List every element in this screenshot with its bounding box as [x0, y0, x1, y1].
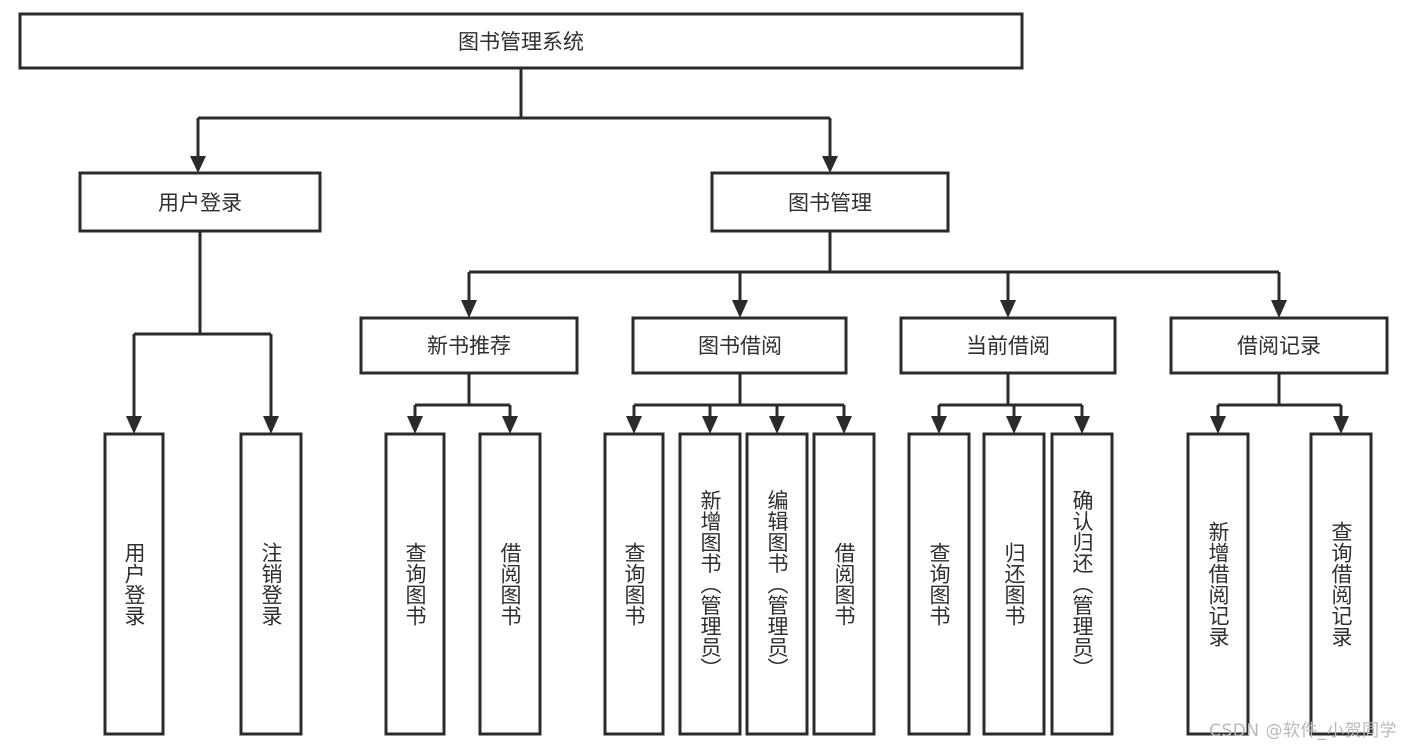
- node-borrow-record-label: 借阅记录: [1237, 334, 1321, 358]
- node-user-login-box: [78, 171, 322, 233]
- leaf-user-login-login-box: [103, 432, 165, 736]
- leaf-book-borrow-borrow-label: 借阅图书: [832, 542, 856, 626]
- leaf-user-login-login-label: 用户登录: [122, 542, 146, 626]
- leaf-borrow-record-query[interactable]: 查询借阅记录: [1309, 432, 1373, 736]
- node-current-borrow-label: 当前借阅: [966, 334, 1050, 358]
- node-book-management-label: 图书管理: [788, 191, 872, 215]
- leaf-current-borrow-query-label: 查询图书: [927, 542, 951, 626]
- arrow-to-book-borrow: [732, 300, 748, 318]
- node-book-borrow-box: [631, 316, 848, 375]
- leaf-user-login-logout-label: 注销登录: [259, 542, 283, 626]
- arrow-book-borrow-child-2: [702, 416, 718, 434]
- leaf-borrow-record-query-label: 查询借阅记录: [1329, 521, 1353, 647]
- leaf-book-borrow-add[interactable]: 新增图书（管理员）: [678, 432, 742, 736]
- arrow-book-borrow-child-3: [769, 416, 785, 434]
- node-new-book-recommend-box: [359, 316, 579, 375]
- node-book-borrow[interactable]: 图书借阅: [631, 316, 848, 375]
- leaf-borrow-record-add[interactable]: 新增借阅记录: [1186, 432, 1250, 736]
- leaf-borrow-record-add-label: 新增借阅记录: [1206, 521, 1230, 647]
- leaf-book-borrow-query[interactable]: 查询图书: [603, 432, 665, 736]
- arrow-current-borrow-child-2: [1006, 416, 1022, 434]
- arrow-new-book-child-1: [407, 416, 423, 434]
- node-new-book-recommend[interactable]: 新书推荐: [359, 316, 579, 375]
- arrow-to-book-manage: [822, 156, 838, 173]
- leaf-current-borrow-confirm-return[interactable]: 确认归还（管理员）: [1050, 432, 1114, 736]
- leaf-current-borrow-return-label: 归还图书: [1002, 542, 1026, 626]
- leaf-new-book-borrow-label: 借阅图书: [498, 542, 522, 626]
- leaf-book-borrow-query-box: [603, 432, 665, 736]
- leaf-book-borrow-borrow[interactable]: 借阅图书: [812, 432, 876, 736]
- leaf-current-borrow-confirm-return-label: 确认归还（管理员）: [1070, 490, 1094, 679]
- arrow-to-new-book: [461, 300, 477, 318]
- node-borrow-record[interactable]: 借阅记录: [1169, 316, 1389, 375]
- node-user-login-label: 用户登录: [158, 191, 242, 215]
- node-root-system-label: 图书管理系统: [458, 30, 584, 54]
- leaf-new-book-borrow[interactable]: 借阅图书: [478, 432, 542, 736]
- arrow-to-user-login: [190, 156, 206, 173]
- arrow-book-borrow-child-1: [626, 416, 642, 434]
- arrow-current-borrow-child-3: [1074, 416, 1090, 434]
- leaf-book-borrow-borrow-box: [812, 432, 876, 736]
- node-root-system[interactable]: 图书管理系统: [18, 12, 1024, 70]
- arrow-user-login-child-2: [263, 416, 279, 434]
- leaf-current-borrow-query-box: [907, 432, 971, 736]
- connector-layer: [126, 68, 1349, 434]
- arrow-book-borrow-child-4: [836, 416, 852, 434]
- node-root-system-box: [18, 12, 1024, 70]
- leaf-book-borrow-add-label: 新增图书（管理员）: [698, 490, 722, 679]
- node-user-login[interactable]: 用户登录: [78, 171, 322, 233]
- arrow-to-borrow-record: [1271, 300, 1287, 318]
- leaf-current-borrow-return[interactable]: 归还图书: [982, 432, 1046, 736]
- arrow-borrow-record-child-2: [1333, 416, 1349, 434]
- leaf-user-login-logout-box: [239, 432, 303, 736]
- node-borrow-record-box: [1169, 316, 1389, 375]
- node-current-borrow-box: [899, 316, 1117, 375]
- leaf-current-borrow-return-box: [982, 432, 1046, 736]
- node-book-management-box: [710, 171, 950, 233]
- leaf-new-book-query-box: [384, 432, 446, 736]
- leaf-user-login-login[interactable]: 用户登录: [103, 432, 165, 736]
- leaf-borrow-record-add-box: [1186, 432, 1250, 736]
- leaf-user-login-logout[interactable]: 注销登录: [239, 432, 303, 736]
- leaf-borrow-record-query-box: [1309, 432, 1373, 736]
- leaf-book-borrow-query-label: 查询图书: [622, 542, 646, 626]
- arrow-current-borrow-child-1: [931, 416, 947, 434]
- leaf-book-borrow-add-box: [678, 432, 742, 736]
- node-book-borrow-label: 图书借阅: [698, 334, 782, 358]
- node-new-book-recommend-label: 新书推荐: [427, 334, 511, 358]
- leaf-book-borrow-edit[interactable]: 编辑图书（管理员）: [745, 432, 809, 736]
- leaf-book-borrow-edit-label: 编辑图书（管理员）: [765, 490, 789, 679]
- leaf-current-borrow-confirm-return-box: [1050, 432, 1114, 736]
- leaf-current-borrow-query[interactable]: 查询图书: [907, 432, 971, 736]
- arrow-user-login-child-1: [126, 416, 142, 434]
- leaf-new-book-query[interactable]: 查询图书: [384, 432, 446, 736]
- leaf-book-borrow-edit-box: [745, 432, 809, 736]
- leaf-new-book-borrow-box: [478, 432, 542, 736]
- arrow-borrow-record-child-1: [1210, 416, 1226, 434]
- node-book-management[interactable]: 图书管理: [710, 171, 950, 233]
- arrow-to-current-borrow: [1000, 300, 1016, 318]
- leaf-new-book-query-label: 查询图书: [403, 542, 427, 626]
- arrow-new-book-child-2: [502, 416, 518, 434]
- node-current-borrow[interactable]: 当前借阅: [899, 316, 1117, 375]
